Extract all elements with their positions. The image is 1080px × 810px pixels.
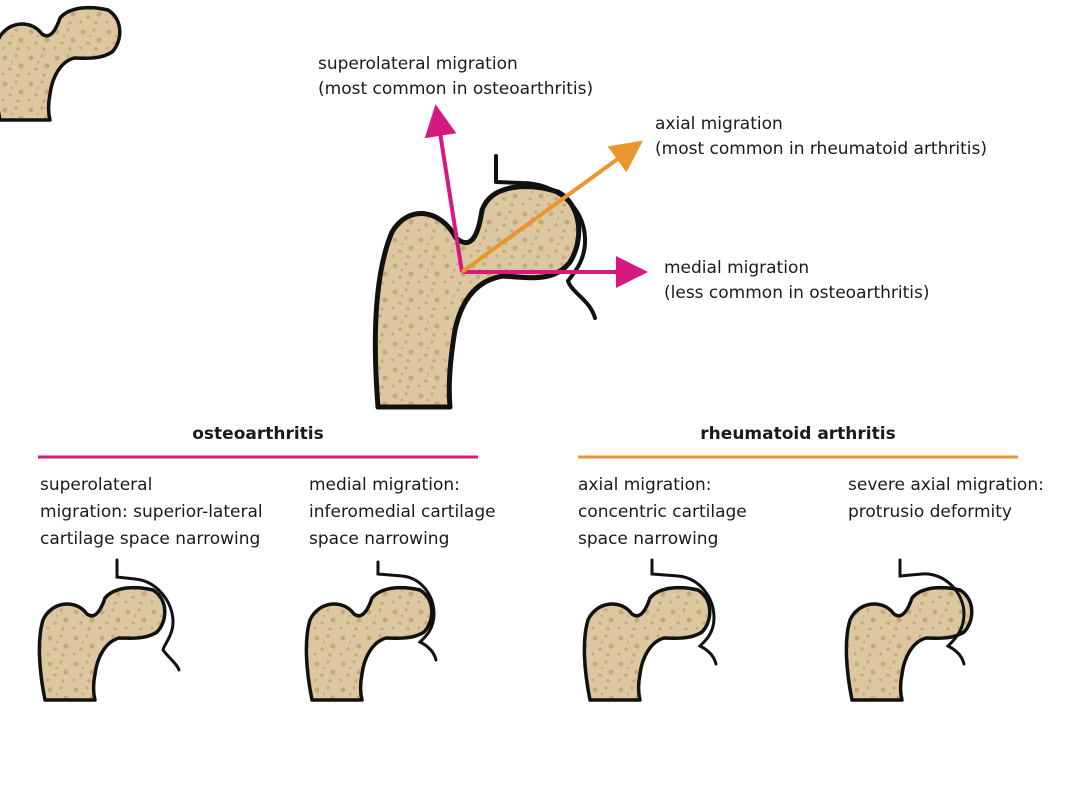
panel-3-caption-line-2: concentric cartilage (578, 502, 747, 522)
panel-4-caption: severe axial migration: protrusio deform… (848, 472, 1044, 526)
large-femur (372, 154, 597, 410)
panel-2-caption-line-2: inferomedial cartilage (309, 502, 496, 522)
osteoarthritis-heading: osteoarthritis (192, 424, 324, 444)
panel-4-caption-line-2: protrusio deformity (848, 502, 1012, 522)
medial-label-line-2: (less common in osteoarthritis) (664, 283, 930, 303)
panel-2-caption-line-3: space narrowing (309, 529, 450, 549)
axial-label-line-2: (most common in rheumatoid arthritis) (655, 139, 987, 159)
panel-3-caption-line-3: space narrowing (578, 529, 719, 549)
panel-3-caption-line-1: axial migration: (578, 475, 712, 495)
panel-4-caption-line-1: severe axial migration: (848, 475, 1044, 495)
femur-panel-4 (844, 558, 974, 702)
superolateral-label: superolateral migration (most common in … (318, 52, 593, 102)
large-acetabulum-line (494, 154, 597, 320)
rheumatoid-heading: rheumatoid arthritis (700, 424, 896, 444)
large-femur-bone (372, 184, 582, 410)
medial-label-line-1: medial migration (664, 258, 810, 278)
panel-1-caption-line-3: cartilage space narrowing (40, 529, 261, 549)
panel-2-caption-line-1: medial migration: (309, 475, 460, 495)
panel-1-caption: superolateral migration: superior-latera… (40, 472, 263, 553)
superolateral-label-line-1: superolateral migration (318, 54, 518, 74)
femur-panel-2 (304, 560, 438, 702)
axial-arrow (460, 140, 643, 274)
axial-label: axial migration (most common in rheumato… (655, 112, 987, 162)
superolateral-arrow (424, 104, 464, 273)
femur-panel-3 (582, 558, 718, 702)
panel-3-caption: axial migration: concentric cartilage sp… (578, 472, 747, 553)
panel-1-caption-line-1: superolateral (40, 475, 153, 495)
panel-1-caption-line-2: migration: superior-lateral (40, 502, 263, 522)
femur-panel-1 (37, 558, 181, 702)
medial-label: medial migration (less common in osteoar… (664, 256, 930, 306)
axial-label-line-1: axial migration (655, 114, 783, 134)
panel-2-caption: medial migration: inferomedial cartilage… (309, 472, 496, 553)
superolateral-label-line-2: (most common in osteoarthritis) (318, 79, 594, 99)
